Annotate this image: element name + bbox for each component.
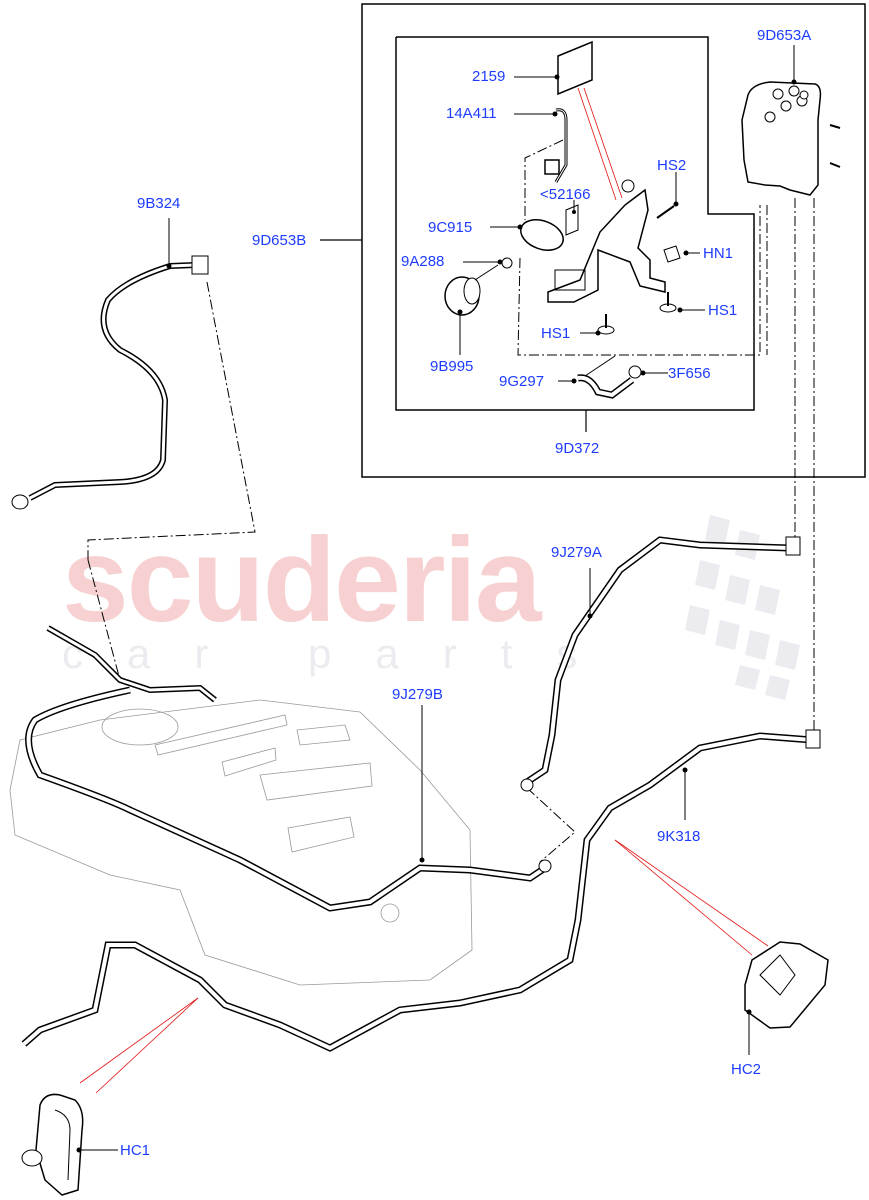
watermark-sub: car parts bbox=[62, 630, 622, 677]
callout-9B995-filter-cap[interactable]: 9B995 bbox=[430, 358, 474, 375]
callout-9D653A-evap-canister[interactable]: 9D653A bbox=[757, 27, 812, 44]
callout-3F656-connector[interactable]: 3F656 bbox=[668, 365, 711, 382]
callout-9G297-hose[interactable]: 9G297 bbox=[499, 373, 545, 390]
callout-HN1-nut[interactable]: HN1 bbox=[703, 245, 734, 262]
callout-9C915-valve[interactable]: 9C915 bbox=[428, 219, 473, 236]
callout-9A288-fitting[interactable]: 9A288 bbox=[401, 253, 445, 270]
watermark-main: scuderia bbox=[62, 513, 542, 647]
callout-2159-label-plate[interactable]: 2159 bbox=[472, 68, 506, 85]
callout-HS1-screw-right[interactable]: HS1 bbox=[708, 302, 738, 319]
callout-9K318-pipe[interactable]: 9K318 bbox=[657, 828, 701, 845]
callout-14A411-wiring-harness[interactable]: 14A411 bbox=[446, 105, 497, 122]
callout-9D372-bracket-kit[interactable]: 9D372 bbox=[555, 440, 600, 457]
checker-flag-watermark bbox=[685, 515, 800, 700]
callout-9J279A-pipe[interactable]: 9J279A bbox=[551, 544, 602, 561]
callout-9J279B-pipe[interactable]: 9J279B bbox=[392, 686, 443, 703]
callout-52166-clip[interactable]: <52166 bbox=[540, 186, 591, 203]
callout-HC2-clip[interactable]: HC2 bbox=[731, 1061, 762, 1078]
callout-9D653B-canister-assembly[interactable]: 9D653B bbox=[252, 232, 307, 249]
callout-HS1-screw-left[interactable]: HS1 bbox=[541, 325, 571, 342]
callout-HC1-clip[interactable]: HC1 bbox=[120, 1142, 151, 1159]
callout-HS2-screw[interactable]: HS2 bbox=[657, 157, 687, 174]
callout-9B324-vapour-pipe[interactable]: 9B324 bbox=[137, 195, 181, 212]
